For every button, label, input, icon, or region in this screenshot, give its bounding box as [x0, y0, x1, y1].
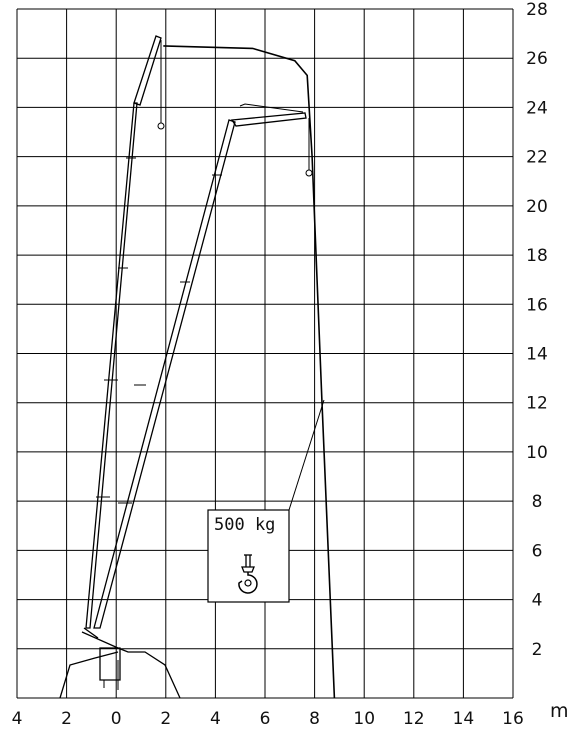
- x-tick-label: 4: [12, 709, 23, 729]
- y-tick-label: 28: [526, 0, 548, 20]
- hook-point-high: [157, 122, 165, 130]
- x-tick-label: 16: [502, 709, 524, 729]
- x-tick-label: 6: [260, 709, 271, 729]
- y-tick-label: 6: [532, 541, 543, 561]
- x-tick-label: 0: [111, 709, 122, 729]
- x-axis-labels: 4 2 0 2 4 6 8 10 12 14 16: [12, 709, 524, 729]
- working-envelope: [163, 45, 336, 699]
- y-tick-label: 18: [526, 246, 548, 266]
- crane-hook-icon: [238, 554, 258, 594]
- y-tick-label: 12: [526, 394, 548, 414]
- y-tick-label: 26: [526, 49, 548, 69]
- y-tick-label: 20: [526, 197, 548, 217]
- y-tick-label: 14: [526, 345, 548, 365]
- x-tick-label: 14: [453, 709, 475, 729]
- y-tick-label: 2: [532, 640, 543, 660]
- x-tick-label: 2: [160, 709, 171, 729]
- x-tick-label: 10: [353, 709, 375, 729]
- hook-point-reach: [305, 169, 313, 177]
- x-tick-label: 4: [210, 709, 221, 729]
- y-tick-label: 16: [526, 295, 548, 315]
- y-tick-label: 24: [526, 98, 548, 118]
- y-tick-label: 8: [532, 492, 543, 512]
- y-tick-label: 22: [526, 148, 548, 168]
- x-tick-label: 12: [403, 709, 425, 729]
- inclined-boom: [93, 119, 236, 629]
- x-tick-label: 2: [61, 709, 72, 729]
- load-box-frame: [207, 509, 290, 603]
- vertical-boom: [85, 102, 138, 629]
- load-box: 500 kg: [207, 399, 325, 603]
- y-tick-label: 4: [532, 591, 543, 611]
- load-label: 500 kg: [214, 515, 275, 535]
- x-tick-label: 8: [309, 709, 320, 729]
- inclined-boom-jib: [230, 112, 307, 127]
- boom-illustration: [55, 35, 313, 699]
- vertical-boom-upper: [133, 35, 162, 106]
- y-tick-label: 10: [526, 443, 548, 463]
- x-axis-unit: m: [550, 700, 569, 722]
- load-box-leader: [288, 399, 325, 511]
- crane-base: [59, 627, 181, 699]
